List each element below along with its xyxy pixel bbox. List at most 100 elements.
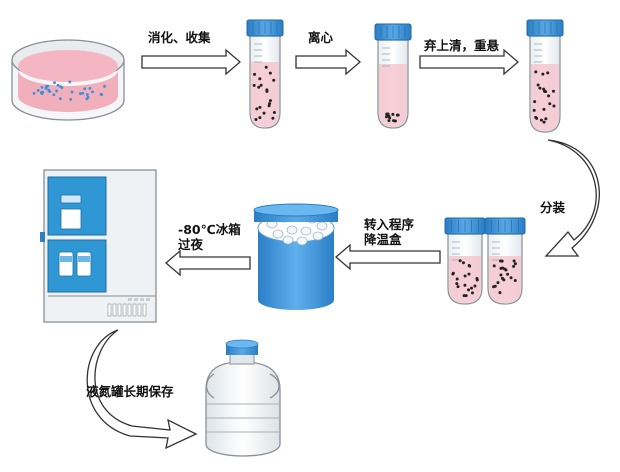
cell-dot — [255, 107, 259, 111]
cell-dot — [32, 92, 36, 95]
cell-dot — [461, 261, 465, 265]
cell-dot — [548, 102, 552, 106]
cell-dot — [53, 81, 56, 85]
cell-dot — [532, 108, 536, 112]
cell-dot — [463, 283, 467, 287]
cell-dot — [257, 85, 261, 89]
cell-dot — [467, 288, 471, 292]
cell-dot — [395, 113, 399, 117]
cell-dot — [458, 259, 462, 263]
cell-dot — [500, 259, 504, 263]
label-discard-resuspend: 弃上清，重悬 — [424, 38, 500, 53]
cell-dot — [79, 92, 82, 95]
cell-dot — [268, 71, 272, 75]
cell-dot — [258, 105, 262, 109]
cell-dot — [59, 85, 62, 88]
cell-dot — [47, 89, 51, 93]
cell-dot — [541, 72, 545, 76]
cell-dot — [513, 262, 517, 266]
cell-dot — [468, 264, 472, 268]
cell-dot — [387, 119, 391, 123]
cell-dot — [547, 94, 551, 98]
cell-dot — [493, 284, 497, 288]
freezer-icon — [40, 169, 157, 323]
cell-dot — [40, 86, 44, 89]
cell-dot — [52, 93, 56, 97]
arrow-box-to-freezer — [165, 249, 251, 277]
cell-dot — [265, 89, 269, 93]
cell-dot — [272, 78, 276, 82]
cell-dot — [544, 90, 548, 94]
cell-dot — [268, 102, 272, 106]
cell-dot — [542, 107, 546, 111]
culture-dish-icon — [11, 39, 125, 121]
cell-dot — [534, 70, 538, 74]
cell-dot — [498, 291, 502, 295]
cell-dot — [252, 83, 256, 87]
cell-dot — [496, 281, 500, 285]
cell-dot — [542, 120, 546, 124]
cell-dot — [69, 97, 73, 101]
cell-dot — [462, 294, 466, 298]
cell-dot — [538, 86, 542, 90]
cell-dot — [70, 90, 74, 94]
cell-dot — [59, 97, 62, 101]
cell-dot — [88, 87, 92, 90]
cell-dot — [455, 282, 459, 286]
cell-dot — [535, 116, 539, 120]
cell-dot — [258, 77, 262, 81]
cell-dot — [46, 84, 50, 88]
cell-dot — [268, 99, 272, 103]
cell-dot — [463, 274, 467, 278]
centrifuge-tube-icon — [246, 19, 284, 129]
cell-dot — [544, 117, 548, 121]
cell-dot — [262, 111, 266, 115]
cell-dot — [512, 259, 516, 263]
centrifuge-tube-icon — [444, 217, 486, 305]
cell-dot — [44, 86, 48, 90]
cell-dot — [387, 114, 391, 118]
cell-dot — [272, 110, 276, 114]
cell-dot — [68, 80, 72, 84]
cell-dot — [455, 277, 459, 281]
dish-cells — [32, 80, 106, 101]
liquid-nitrogen-tank-icon — [205, 339, 281, 457]
label-program-box-line2: 降温盒 — [364, 232, 402, 247]
cell-dot — [470, 291, 474, 295]
label-centrifuge: 离心 — [308, 30, 334, 45]
arrow-tube-to-centrifuge — [295, 48, 361, 76]
label-digest-collect: 消化、收集 — [148, 30, 211, 45]
centrifuge-tube-icon — [526, 19, 564, 133]
cell-dot — [509, 276, 513, 280]
cell-dot — [91, 90, 94, 94]
cell-dot — [386, 112, 390, 116]
cell-dot — [451, 272, 455, 276]
cell-dot — [533, 100, 537, 104]
cell-dot — [392, 119, 396, 123]
cell-dot — [475, 277, 479, 281]
arrow-dish-to-tube — [141, 48, 241, 76]
cell-dot — [258, 116, 262, 120]
cell-dot — [253, 72, 257, 76]
cell-dot — [264, 65, 268, 69]
cell-dot — [512, 264, 516, 268]
cell-dot — [456, 285, 460, 289]
cell-dot — [41, 90, 45, 94]
cell-dot — [55, 89, 58, 93]
cell-dot — [83, 87, 87, 91]
cell-dot — [499, 266, 503, 270]
arrow-centrifuge-to-resuspend — [419, 48, 519, 76]
label-freezer: -80℃冰箱 过夜 — [178, 222, 241, 252]
cell-dot — [542, 87, 546, 91]
centrifuge-tube-icon — [374, 23, 412, 129]
cell-dot — [506, 272, 510, 276]
label-aliquot: 分装 — [540, 200, 566, 215]
label-freezer-line2: 过夜 — [178, 237, 204, 252]
curved-arrow-to-aliquot — [544, 139, 600, 257]
cell-dot — [384, 115, 388, 119]
label-program-box: 转入程序 降温盒 — [364, 217, 414, 247]
cell-dot — [103, 84, 106, 88]
cell-dot — [100, 93, 104, 97]
